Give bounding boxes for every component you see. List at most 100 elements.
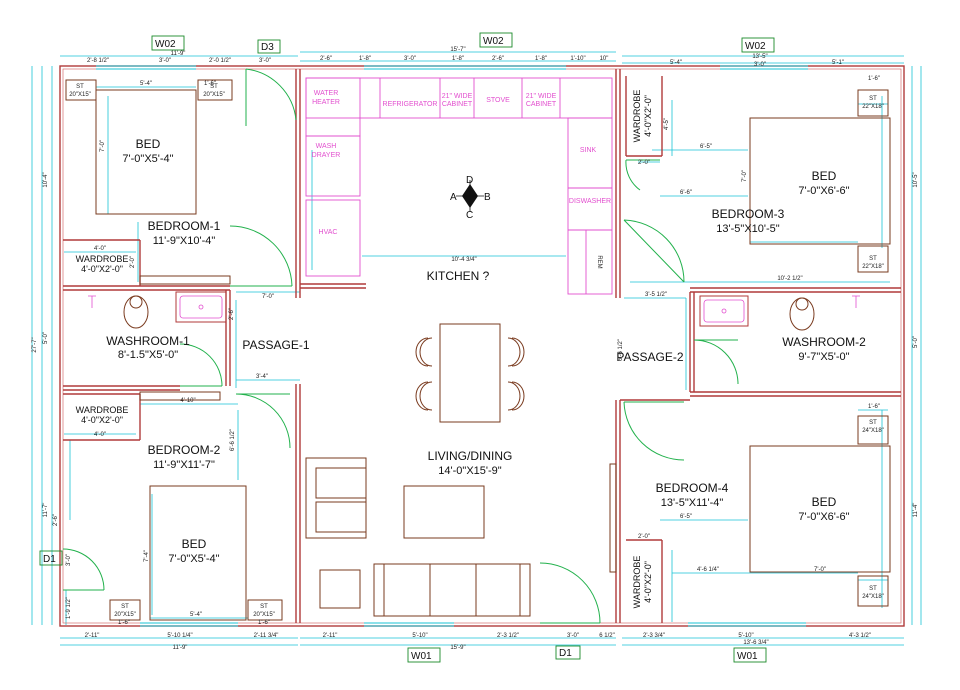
dim-in-25: 7'-0" bbox=[814, 567, 826, 573]
dim-top-5: 3'-0" bbox=[259, 58, 271, 64]
dim-in-10: 4'-0" bbox=[94, 432, 106, 438]
wardrobe1-dim: 4'-0"X2'-0" bbox=[81, 264, 123, 274]
dim-in-4: 4'-0" bbox=[94, 246, 106, 252]
st1b-dim: 20"X15" bbox=[203, 92, 225, 98]
dim-right-1: 10'-5" bbox=[913, 172, 919, 187]
dim-in-5: 2'-0" bbox=[130, 256, 136, 268]
tag-w02-center: W02 bbox=[483, 36, 504, 47]
dim-top-4: 2'-0 1/2" bbox=[209, 58, 231, 64]
st3a-dim: 22"X18" bbox=[862, 104, 884, 110]
bedroom4-dim: 13'-5"X11'-4" bbox=[661, 497, 724, 509]
dim-in-8: 2'-6" bbox=[229, 308, 235, 320]
dim-bot-2: 5'-10 1/4" bbox=[167, 633, 192, 639]
dim-in-19: 7'-0" bbox=[742, 170, 748, 182]
wardrobe4-label: WARDROBE bbox=[632, 556, 642, 609]
dim-top-3: 3'-0" bbox=[159, 58, 171, 64]
st4b: ST bbox=[869, 586, 877, 592]
bed3-label: BED bbox=[812, 169, 837, 183]
st3a: ST bbox=[869, 96, 877, 102]
tag-w02-right: W02 bbox=[745, 41, 766, 52]
washroom1-label: WASHROOM-1 bbox=[106, 334, 190, 348]
opening-tag-labels: W02 D3 W02 W02 D1 W01 D1 W01 bbox=[43, 36, 766, 662]
st3b-dim: 22"X18" bbox=[862, 264, 884, 270]
dim-in-7: 3'-4" bbox=[256, 374, 268, 380]
dim-in-11: 6'-6 1/2" bbox=[230, 429, 236, 451]
bed3-frame bbox=[749, 117, 891, 245]
tag-w01-left: W01 bbox=[411, 651, 432, 662]
furniture bbox=[65, 79, 891, 621]
compass-b: B bbox=[484, 192, 491, 203]
st4a-dim: 24"X18" bbox=[862, 428, 884, 434]
tag-d1-bottom: D1 bbox=[559, 648, 572, 659]
dim-left-1: 10'-4" bbox=[43, 172, 49, 187]
dim-top-11: 2'-6" bbox=[492, 56, 504, 62]
dim-bot-7: 2'-3 1/2" bbox=[497, 633, 519, 639]
compass-d: D bbox=[466, 175, 473, 186]
bed1-dim: 7'-0"X5'-4" bbox=[122, 153, 173, 165]
dim-bot-12: 5'-10" bbox=[738, 633, 753, 639]
dim-in-1: 5'-4" bbox=[140, 81, 152, 87]
cabinet-a-label-2: CABINET bbox=[442, 101, 473, 108]
opening-tags bbox=[39, 32, 775, 663]
dimension-lines bbox=[31, 51, 922, 646]
kitchen-label: KITCHEN ? bbox=[427, 269, 490, 283]
dim-in-28: 1'-6" bbox=[868, 76, 880, 82]
dim-bot-3: 2'-11 3/4" bbox=[254, 633, 279, 639]
st2a: ST bbox=[121, 604, 129, 610]
passage1-label: PASSAGE-1 bbox=[242, 338, 309, 352]
dim-top-6: 15'-7" bbox=[450, 47, 465, 53]
bed4-dim: 7'-0"X6'-6" bbox=[798, 511, 849, 523]
dim-in-9: 4'-10" bbox=[180, 398, 195, 404]
walls bbox=[59, 65, 905, 627]
dim-in-23: 2'-0" bbox=[638, 160, 650, 166]
washroom2-dim: 9'-7"X5'-0" bbox=[798, 351, 849, 363]
dim-bot-8: 15'-9" bbox=[450, 645, 465, 651]
passage2-label: PASSAGE-2 bbox=[616, 350, 683, 364]
dim-in-24: 4'-6 1/4" bbox=[697, 567, 719, 573]
dim-top-18: 5'-1" bbox=[832, 60, 844, 66]
dim-top-7: 2'-6" bbox=[320, 56, 332, 62]
dim-in-16: 10'-4 3/4" bbox=[451, 257, 476, 263]
kitchen-labels: WATER HEATER REFRIGERATOR 21" WIDE CABIN… bbox=[312, 90, 611, 269]
dim-in-21: 3'-5 1/2" bbox=[645, 292, 667, 298]
bed4-label: BED bbox=[812, 495, 837, 509]
dim-bot-10: 6 1/2" bbox=[599, 633, 614, 639]
dim-bot-13: 4'-3 1/2" bbox=[849, 633, 871, 639]
dim-top-1: 2'-8 1/2" bbox=[87, 58, 109, 64]
wardrobe1-label: WARDROBE bbox=[76, 254, 129, 264]
dishwasher-label: DISWASHER bbox=[569, 198, 611, 205]
dim-in-14: 1'-6" bbox=[118, 620, 130, 626]
dim-top-10: 1'-8" bbox=[452, 56, 464, 62]
dim-left-4: 11'-7" bbox=[43, 503, 49, 518]
dim-in-17: 4'-5" bbox=[664, 118, 670, 130]
dim-in-13: 5'-4" bbox=[190, 612, 202, 618]
water-heater-label-1: WATER bbox=[314, 90, 339, 97]
dim-left-2: 27'-7" bbox=[32, 337, 38, 352]
dim-top-8: 1'-8" bbox=[359, 56, 371, 62]
bed1-frame bbox=[95, 89, 197, 215]
dim-top-15: 13'-5" bbox=[752, 54, 767, 60]
dim-in-29: 6'-6 1/2" bbox=[618, 339, 624, 361]
dim-top-17: 3'-0" bbox=[754, 62, 766, 68]
dim-in-26: 6'-5" bbox=[680, 514, 692, 520]
dimension-text: 2'-8 1/2" 11'-9" 3'-0" 2'-0 1/2" 3'-0" 1… bbox=[85, 47, 871, 651]
wardrobe2-label: WARDROBE bbox=[76, 405, 129, 415]
doors bbox=[62, 68, 739, 624]
bed2-frame bbox=[149, 485, 247, 621]
kitchen-counters bbox=[305, 77, 613, 295]
st1b: ST bbox=[210, 84, 218, 90]
dim-bot-14: 13'-6 3/4" bbox=[743, 640, 768, 646]
dim-top-2: 11'-9" bbox=[171, 51, 186, 57]
washroom2-label: WASHROOM-2 bbox=[782, 335, 866, 349]
bedroom1-label: BEDROOM-1 bbox=[148, 219, 221, 233]
dim-in-2: 1'-6" bbox=[204, 81, 216, 87]
compass: D A B C bbox=[450, 175, 491, 221]
wardrobe3-dim: 4'-0"X2'-0" bbox=[643, 95, 653, 137]
bed1-label: BED bbox=[136, 137, 161, 151]
dim-in-20: 10'-2 1/2" bbox=[777, 276, 802, 282]
dim-top-13: 1'-10" bbox=[570, 56, 585, 62]
cabinet-b-label-2: CABINET bbox=[526, 101, 557, 108]
tag-d1-left: D1 bbox=[43, 554, 56, 565]
dim-in-3: 7'-0" bbox=[100, 140, 106, 152]
